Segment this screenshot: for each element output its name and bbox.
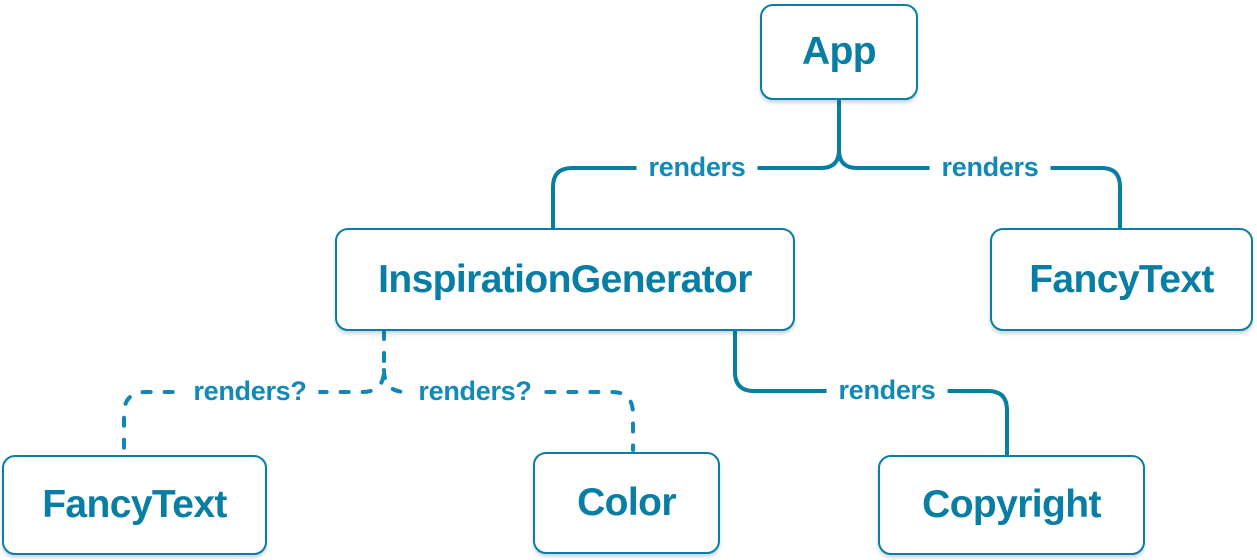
edge-label-app-to-inspiration-generator: renders xyxy=(636,152,758,183)
node-fancy-text-top: FancyText xyxy=(990,228,1253,331)
edge-label-app-to-fancy-text: renders xyxy=(929,152,1051,183)
edge-label-inspiration-generator-to-fancy-text: renders? xyxy=(181,376,319,407)
node-copyright: Copyright xyxy=(878,455,1145,555)
edge-inspiration-generator-to-color-line xyxy=(382,368,635,452)
node-fancy-text-bottom: FancyText xyxy=(2,455,267,555)
edge-label-inspiration-generator-to-color: renders? xyxy=(406,376,544,407)
edge-label-inspiration-generator-to-copyright: renders xyxy=(826,375,948,406)
edge-app-to-fancy-text-line xyxy=(837,148,1122,231)
node-color: Color xyxy=(533,452,720,554)
node-app: App xyxy=(760,4,918,100)
node-inspiration-generator: InspirationGenerator xyxy=(335,228,795,331)
